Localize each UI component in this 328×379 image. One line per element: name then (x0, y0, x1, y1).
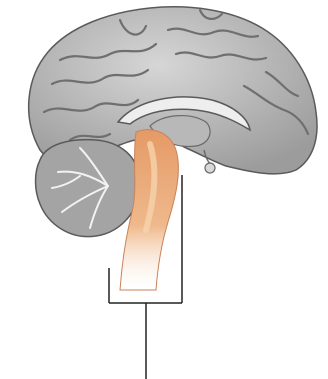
pituitary (205, 163, 215, 173)
